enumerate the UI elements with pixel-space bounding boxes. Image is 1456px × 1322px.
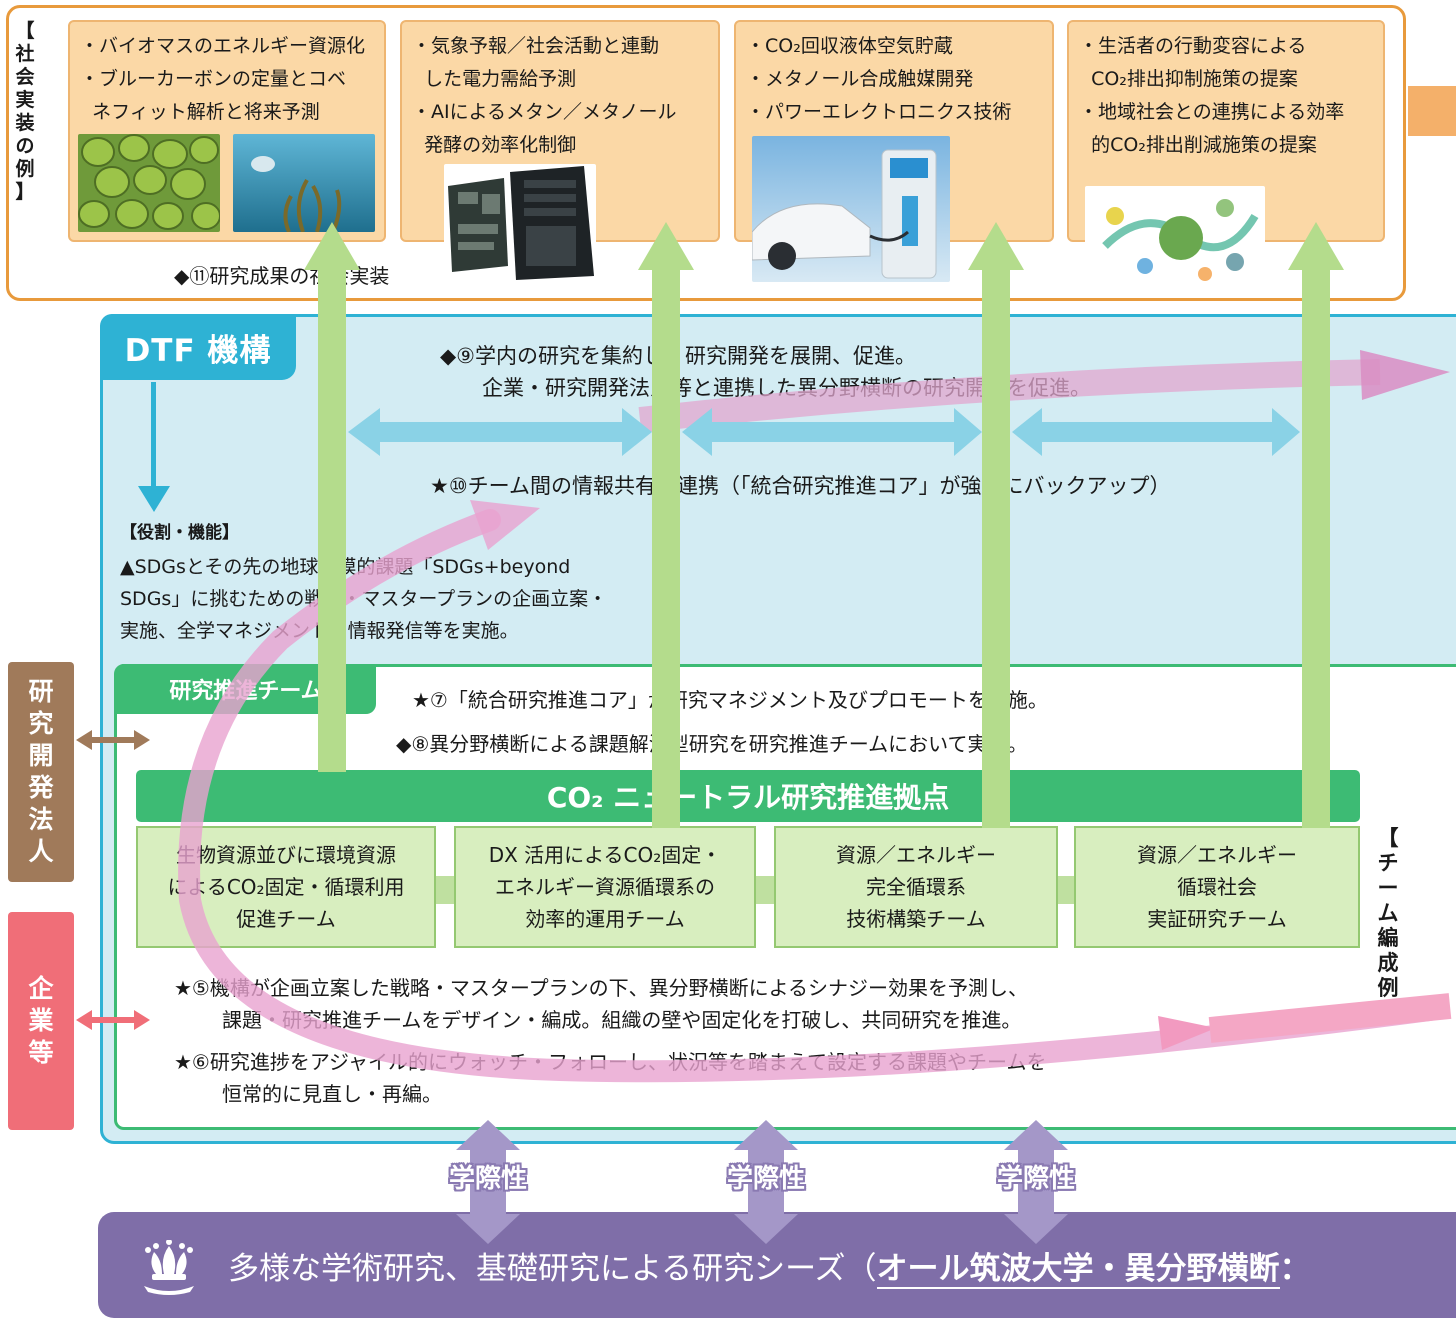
seeds-text-tail: ：	[1279, 1251, 1311, 1287]
vlabel-char: ー	[1377, 876, 1399, 900]
role-function-title: 【役割・機能】	[120, 523, 239, 543]
university-emblem-icon	[144, 1240, 194, 1295]
interdisciplinary-label: 学際性	[726, 1164, 805, 1194]
vlabel-char: 】	[1377, 1001, 1399, 1025]
vlabel-char: 成	[1377, 951, 1399, 975]
vlabel-char: 装	[15, 112, 35, 134]
hydrogen-car-station-photo	[752, 136, 950, 282]
card-line: 発酵の効率化制御	[412, 134, 577, 156]
side-char: 企	[28, 974, 54, 1003]
vlabel-char: 例	[1377, 976, 1399, 1000]
card-line: ・CO₂回収液体空気貯蔵	[746, 35, 953, 57]
algae-cells-photo	[78, 134, 220, 232]
research-seeds-text: 多様な学術研究、基礎研究による研究シーズ（オール筑波大学・異分野横断：	[228, 1243, 1311, 1289]
item-6-line2: 恒常的に見直し・再編。	[222, 1082, 442, 1106]
card-line: ・AIによるメタン／メタノール	[412, 101, 677, 123]
vlabel-char: 例	[15, 158, 35, 180]
seaweed-diver-photo	[233, 134, 375, 232]
vlabel-char: 【	[1377, 826, 1399, 850]
social-implementation-vertical-label: 【 社 会 実 装 の 例 】	[12, 20, 38, 204]
role-line: 実施、全学マネジメント、情報発信等を実施。	[120, 620, 519, 642]
vlabel-char: 実	[15, 89, 35, 111]
card-line: ネフィット解析と将来予測	[80, 101, 320, 123]
dtf-organization-tab: DTF 機構	[100, 314, 296, 380]
server-computer-photo	[444, 164, 596, 282]
item-11-social-implementation: ◆⑪研究成果の社会実装	[174, 264, 390, 288]
team-line: エネルギー資源循環系の	[495, 875, 715, 899]
team-line: 促進チーム	[236, 907, 336, 931]
team-line: 実証研究チーム	[1147, 907, 1287, 931]
team-line: によるCO₂固定・循環利用	[167, 875, 405, 899]
research-team-tab: 研究推進チーム	[116, 664, 376, 714]
card-line: ・生活者の行動変容による	[1079, 35, 1307, 57]
team-connector	[436, 876, 456, 904]
vlabel-char: チ	[1377, 851, 1399, 875]
team-line: 効率的運用チーム	[525, 907, 685, 931]
side-char: 開	[28, 741, 54, 770]
team-box-full-circulation: 資源／エネルギー 完全循環系 技術構築チーム	[774, 826, 1058, 948]
team-box-circular-society: 資源／エネルギー 循環社会 実証研究チーム	[1074, 826, 1360, 948]
item-9-line1: ◆⑨学内の研究を集約し、研究開発を展開、促進。	[440, 344, 916, 368]
side-char: 人	[28, 837, 54, 866]
card-line: ・パワーエレクトロニクス技術	[746, 101, 1012, 123]
card-line: ・ブルーカーボンの定量とコベ	[80, 68, 347, 90]
co2-neutral-hub-bar: CO₂ ニュートラル研究推進拠点	[136, 770, 1360, 822]
vlabel-char: 編	[1377, 926, 1399, 950]
side-char: 等	[28, 1038, 54, 1067]
team-composition-vertical-label: 【 チ ー ム 編 成 例 】	[1374, 826, 1402, 1026]
card-line: した電力需給予測	[412, 68, 577, 90]
team-connector	[1056, 876, 1076, 904]
role-line: ▲SDGsとその先の地球規模的課題「SDGs+beyond	[120, 556, 571, 578]
team-line: 技術構築チーム	[846, 907, 986, 931]
interdisciplinary-label: 学際性	[448, 1164, 527, 1194]
orange-connector-tab	[1408, 86, 1456, 136]
team-line: 完全循環系	[866, 875, 966, 899]
side-char: 法	[28, 805, 54, 834]
team-line: DX 活用によるCO₂固定・	[488, 843, 722, 867]
role-line: SDGs」に挑むための戦略・マスタープランの企画立案・	[120, 588, 608, 610]
team-line: 循環社会	[1177, 875, 1257, 899]
item-7-core-management: ★⑦「統合研究推進コア」が研究マネジメント及びプロモートを実施。	[412, 688, 1048, 712]
team-line: 資源／エネルギー	[836, 843, 996, 867]
item-6-line1: ★⑥研究進捗をアジャイル的にウォッチ・フォローし、状況等を踏まえて設定する課題や…	[174, 1050, 1047, 1074]
item-9-line2: 企業・研究開発法人等と連携した異分野横断の研究開発を促進。	[482, 376, 1091, 400]
item-5-line1: ★⑤機構が企画立案した戦略・マスタープランの下、異分野横断によるシナジー効果を予…	[174, 976, 1029, 1000]
side-char: 究	[28, 709, 54, 738]
research-corporation-box: 研 究 開 発 法 人	[8, 662, 74, 882]
card-line: CO₂排出抑制施策の提案	[1079, 68, 1298, 90]
card-line: ・気象予報／社会活動と連動	[412, 35, 660, 57]
team-box-bio-resources: 生物資源並びに環境資源 によるCO₂固定・循環利用 促進チーム	[136, 826, 436, 948]
side-char: 発	[28, 773, 54, 802]
vlabel-char: 会	[15, 66, 35, 88]
item-8-interdisciplinary-research: ◆⑧異分野横断による課題解決型研究を研究推進チームにおいて実施。	[396, 732, 1028, 756]
side-char: 業	[28, 1006, 54, 1035]
card-line: 的CO₂排出削減施策の提案	[1079, 134, 1317, 156]
community-ecosystem-illustration	[1085, 186, 1265, 286]
vlabel-char: 【	[15, 20, 35, 42]
seeds-text-normal: 多様な学術研究、基礎研究による研究シーズ（	[228, 1251, 877, 1287]
vlabel-char: の	[15, 135, 35, 157]
team-box-dx-operation: DX 活用によるCO₂固定・ エネルギー資源循環系の 効率的運用チーム	[454, 826, 756, 948]
item-10-team-collaboration: ★⑩チーム間の情報共有・連携（「統合研究推進コア」が強力にバックアップ）	[430, 474, 1171, 498]
team-line: 生物資源並びに環境資源	[176, 843, 396, 867]
item-5-line2: 課題・研究推進チームをデザイン・編成。組織の壁や固定化を打破し、共同研究を推進。	[222, 1008, 1022, 1032]
vlabel-char: 】	[15, 181, 35, 203]
team-line: 資源／エネルギー	[1137, 843, 1297, 867]
seeds-text-bold: オール筑波大学・異分野横断	[876, 1251, 1280, 1289]
card-line: ・メタノール合成触媒開発	[746, 68, 974, 90]
vlabel-char: ム	[1377, 901, 1399, 925]
side-char: 研	[28, 677, 54, 706]
vlabel-char: 社	[15, 43, 35, 65]
interdisciplinary-label: 学際性	[996, 1164, 1075, 1194]
team-connector	[754, 876, 776, 904]
card-line: ・地域社会との連携による効率	[1079, 101, 1345, 123]
companies-box: 企 業 等	[8, 912, 74, 1130]
card-line: ・バイオマスのエネルギー資源化	[80, 35, 366, 57]
